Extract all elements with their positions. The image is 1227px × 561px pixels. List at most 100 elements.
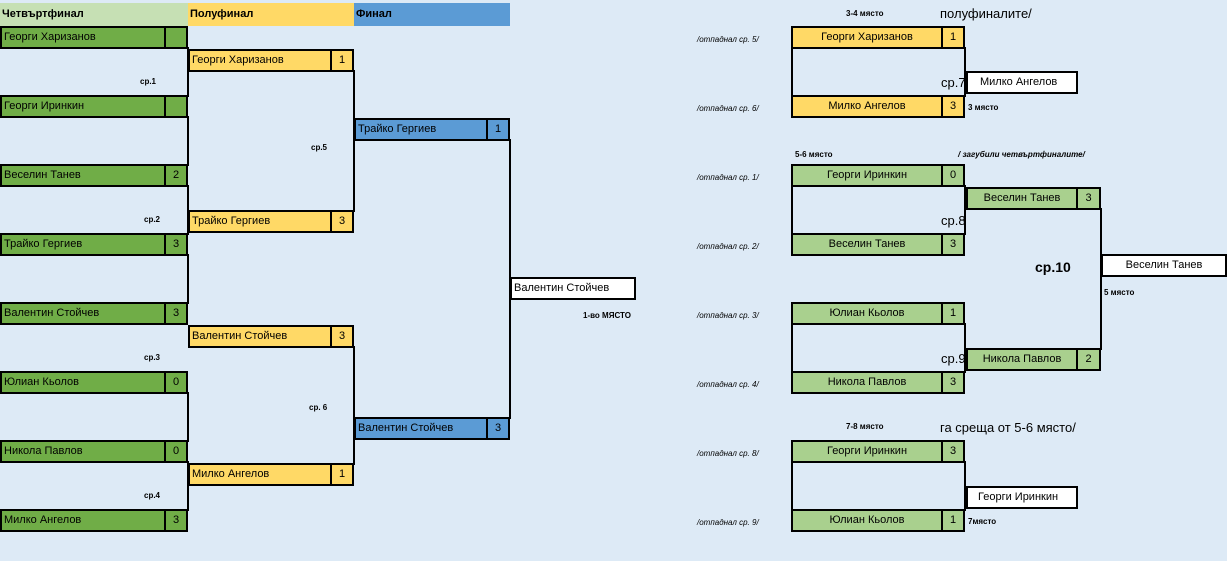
r78-subtitle: га среща от 5-6 място/ bbox=[940, 420, 1076, 435]
match-label-8: ср.8 bbox=[941, 213, 966, 228]
qf-player-4: Трайко Гергиев bbox=[0, 233, 166, 256]
qf-score-3: 2 bbox=[164, 164, 188, 187]
match-label-4: ср.4 bbox=[144, 491, 161, 500]
bracket-line bbox=[0, 461, 188, 462]
match-label-7: ср.7 bbox=[941, 75, 966, 90]
match-label-5: ср.5 bbox=[311, 143, 328, 152]
r34-player-1: Георги Харизанов bbox=[791, 26, 943, 49]
bracket-line bbox=[791, 185, 793, 235]
r56-score-3: 1 bbox=[941, 302, 965, 325]
bracket-line bbox=[353, 346, 355, 465]
match-label-2: ср.2 bbox=[144, 215, 161, 224]
r34-player-2: Милко Ангелов bbox=[791, 95, 943, 118]
r56-semi-2: Никола Павлов bbox=[966, 348, 1078, 371]
r56-score-4: 3 bbox=[941, 371, 965, 394]
r34-lost-2: /отпаднал ср. 6/ bbox=[697, 104, 759, 113]
qf-score-1 bbox=[164, 26, 188, 49]
qf-player-1: Георги Харизанов bbox=[0, 26, 166, 49]
qf-score-2 bbox=[164, 95, 188, 118]
bracket-line bbox=[964, 185, 966, 235]
bracket-line bbox=[0, 323, 188, 324]
r78-score-2: 1 bbox=[941, 509, 965, 532]
r56-lost-1: /отпаднал ср. 1/ bbox=[697, 173, 759, 182]
bracket-line bbox=[791, 461, 793, 511]
qf-player-3: Веселин Танев bbox=[0, 164, 166, 187]
bracket-line bbox=[791, 323, 793, 373]
qf-score-8: 3 bbox=[164, 509, 188, 532]
r34-title: 3-4 място bbox=[846, 9, 884, 18]
r78-player-2: Юлиан Кьолов bbox=[791, 509, 943, 532]
final-player-2: Валентин Стойчев bbox=[354, 417, 488, 440]
sf-player-4: Милко Ангелов bbox=[188, 463, 332, 486]
sf-player-1: Георги Харизанов bbox=[188, 49, 332, 72]
r34-lost-1: /отпаднал ср. 5/ bbox=[697, 35, 759, 44]
r78-score-1: 3 bbox=[941, 440, 965, 463]
r78-lost-1: /отпаднал ср. 8/ bbox=[697, 449, 759, 458]
r78-lost-2: /отпаднал ср. 9/ bbox=[697, 518, 759, 527]
r56-lost-3: /отпаднал ср. 3/ bbox=[697, 311, 759, 320]
r78-title: 7-8 място bbox=[846, 422, 884, 431]
r78-result: Георги Иринкин bbox=[966, 486, 1078, 509]
r56-semi-score-2: 2 bbox=[1076, 348, 1101, 371]
bracket-line bbox=[964, 461, 966, 511]
r56-lost-2: /отпаднал ср. 2/ bbox=[697, 242, 759, 251]
final-player-1: Трайко Гергиев bbox=[354, 118, 488, 141]
r78-place: 7място bbox=[968, 517, 997, 526]
bracket-line bbox=[1100, 208, 1102, 350]
final-score-1: 1 bbox=[486, 118, 510, 141]
r56-subtitle: / загубили четвъртфиналите/ bbox=[958, 150, 1085, 159]
qf-player-8: Милко Ангелов bbox=[0, 509, 166, 532]
r56-player-1: Георги Иринкин bbox=[791, 164, 943, 187]
r56-score-2: 3 bbox=[941, 233, 965, 256]
bracket-line bbox=[0, 47, 188, 48]
bracket-line bbox=[964, 47, 966, 97]
sf-player-2: Трайко Гергиев bbox=[188, 210, 332, 233]
r56-result: Веселин Танев bbox=[1101, 254, 1227, 277]
r56-player-4: Никола Павлов bbox=[791, 371, 943, 394]
r34-score-1: 1 bbox=[941, 26, 965, 49]
qf-score-5: 3 bbox=[164, 302, 188, 325]
bracket-line bbox=[791, 47, 793, 97]
match-label-6: ср. 6 bbox=[309, 403, 328, 412]
qf-player-6: Юлиан Кьолов bbox=[0, 371, 166, 394]
sf-score-4: 1 bbox=[330, 463, 354, 486]
r56-place: 5 място bbox=[1104, 288, 1135, 297]
bracket-line bbox=[187, 392, 189, 442]
match-label-1: ср.1 bbox=[140, 77, 157, 86]
qf-score-7: 0 bbox=[164, 440, 188, 463]
header-final: Финал bbox=[354, 3, 510, 26]
bracket-line bbox=[353, 70, 355, 212]
sf-score-2: 3 bbox=[330, 210, 354, 233]
bracket-line bbox=[0, 185, 188, 186]
first-place-label: 1-во МЯСТО bbox=[583, 311, 631, 320]
r34-result: Милко Ангелов bbox=[966, 71, 1078, 94]
r34-subtitle: полуфиналите/ bbox=[940, 6, 1032, 21]
header-quarterfinal: Четвъртфинал bbox=[0, 3, 188, 26]
r56-score-1: 0 bbox=[941, 164, 965, 187]
r56-semi-1: Веселин Танев bbox=[966, 187, 1078, 210]
qf-player-2: Георги Иринкин bbox=[0, 95, 166, 118]
match-label-3: ср.3 bbox=[144, 353, 161, 362]
bracket-line bbox=[187, 461, 189, 511]
bracket-line bbox=[187, 47, 189, 97]
bracket-line bbox=[187, 254, 189, 304]
bracket-line bbox=[187, 116, 189, 166]
sf-score-3: 3 bbox=[330, 325, 354, 348]
bracket-line bbox=[964, 323, 966, 373]
qf-player-5: Валентин Стойчев bbox=[0, 302, 166, 325]
r56-title: 5-6 място bbox=[795, 150, 833, 159]
r34-place: 3 място bbox=[968, 103, 999, 112]
r56-lost-4: /отпаднал ср. 4/ bbox=[697, 380, 759, 389]
qf-score-6: 0 bbox=[164, 371, 188, 394]
qf-score-4: 3 bbox=[164, 233, 188, 256]
sf-score-1: 1 bbox=[330, 49, 354, 72]
sf-player-3: Валентин Стойчев bbox=[188, 325, 332, 348]
r56-player-2: Веселин Танев bbox=[791, 233, 943, 256]
r56-semi-score-1: 3 bbox=[1076, 187, 1101, 210]
r34-score-2: 3 bbox=[941, 95, 965, 118]
r78-player-1: Георги Иринкин bbox=[791, 440, 943, 463]
match-label-9: ср.9 bbox=[941, 351, 966, 366]
header-semifinal: Полуфинал bbox=[188, 3, 354, 26]
qf-player-7: Никола Павлов bbox=[0, 440, 166, 463]
match-label-10: ср.10 bbox=[1035, 259, 1071, 275]
